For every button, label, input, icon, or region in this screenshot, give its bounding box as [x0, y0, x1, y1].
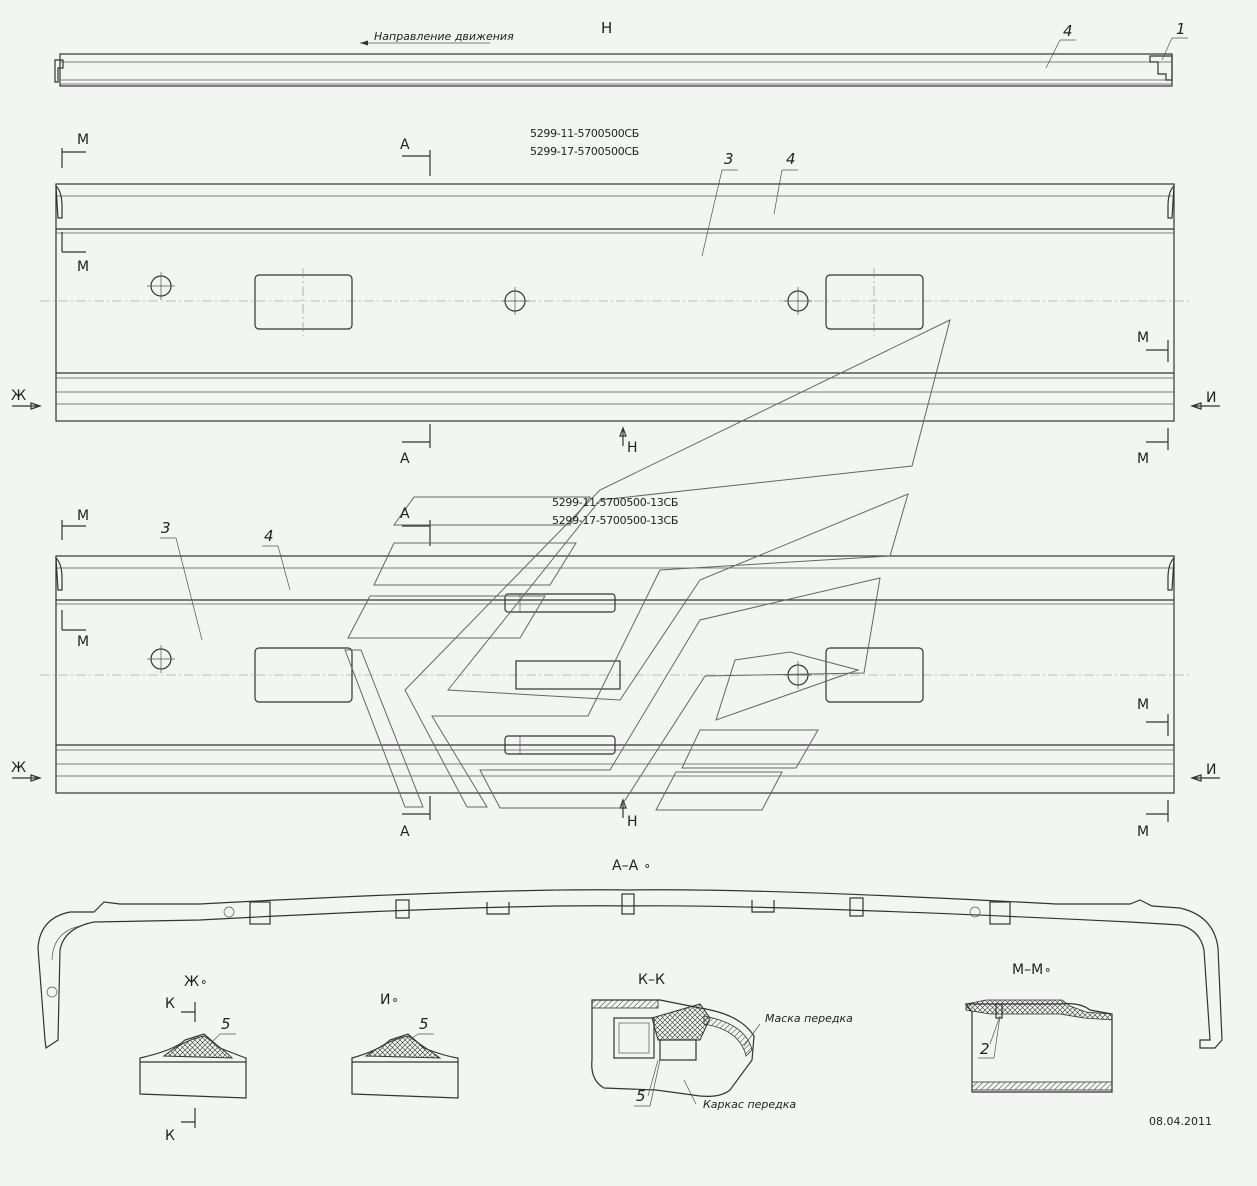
- section-mark-m: М: [77, 259, 90, 275]
- detail-mm: [964, 999, 1113, 1093]
- section-mark-zh: Ж: [11, 388, 27, 404]
- view-marker-top: Н: [601, 19, 613, 37]
- part-number-view2-a: 5299-11-5700500-13СБ: [552, 496, 679, 509]
- detail-i: [351, 1033, 459, 1099]
- position-5-label: 5: [636, 1087, 646, 1105]
- section-mark-m: М: [1137, 330, 1150, 346]
- section-mark-n: Н: [627, 440, 638, 456]
- position-3-label: 3: [724, 150, 734, 168]
- section-mark-m: М: [1137, 824, 1150, 840]
- section-mark-i: И: [1206, 762, 1217, 778]
- detail-mm-title: М–М⚬: [1012, 962, 1053, 978]
- section-mark-a: А: [400, 824, 410, 840]
- section-mark-n: Н: [627, 814, 638, 830]
- leader-lines: [160, 37, 1188, 1107]
- callout-mask: Маска передка: [765, 1012, 853, 1025]
- section-mark-m: М: [1137, 451, 1150, 467]
- watermark-logo: [344, 319, 951, 811]
- callout-frame: Каркас передка: [703, 1098, 797, 1111]
- position-5-label: 5: [419, 1015, 429, 1033]
- part-number-view1-a: 5299-11-5700500СБ: [530, 127, 640, 140]
- position-2-label: 2: [980, 1040, 990, 1058]
- section-mark-k: К: [165, 1128, 175, 1144]
- position-3-label: 3: [161, 519, 171, 537]
- section-mark-m: М: [77, 508, 90, 524]
- section-mark-m: М: [77, 634, 90, 650]
- top-view-strip: [54, 40, 1173, 87]
- section-mark-k: К: [165, 996, 175, 1012]
- position-4-label: 4: [1063, 22, 1073, 40]
- section-markers: [12, 148, 1220, 1128]
- direction-of-travel-label: Направление движения: [374, 30, 514, 43]
- section-mark-i: И: [1206, 390, 1217, 406]
- part-number-view1-b: 5299-17-5700500СБ: [530, 145, 640, 158]
- detail-kk-title: К–К: [638, 972, 665, 988]
- position-4-label: 4: [264, 527, 274, 545]
- detail-zh: [139, 1033, 247, 1099]
- drawing-date: 08.04.2011: [1149, 1115, 1212, 1128]
- panel-view-1: [40, 183, 1190, 422]
- section-mark-a: А: [400, 451, 410, 467]
- section-mark-a: А: [400, 506, 410, 522]
- part-number-view2-b: 5299-17-5700500-13СБ: [552, 514, 679, 527]
- position-4-label: 4: [786, 150, 796, 168]
- detail-zh-title: Ж⚬: [184, 974, 209, 990]
- position-1-label: 1: [1176, 20, 1186, 38]
- panel-view-2: [40, 555, 1190, 794]
- section-aa-title: А–А ⚬: [612, 858, 652, 874]
- detail-kk: [591, 999, 761, 1105]
- section-aa-profile: [37, 889, 1223, 1050]
- section-mark-zh: Ж: [11, 760, 27, 776]
- section-mark-a: А: [400, 137, 410, 153]
- position-5-label: 5: [221, 1015, 231, 1033]
- section-mark-m: М: [77, 132, 90, 148]
- section-mark-m: М: [1137, 697, 1150, 713]
- detail-i-title: И⚬: [380, 992, 400, 1008]
